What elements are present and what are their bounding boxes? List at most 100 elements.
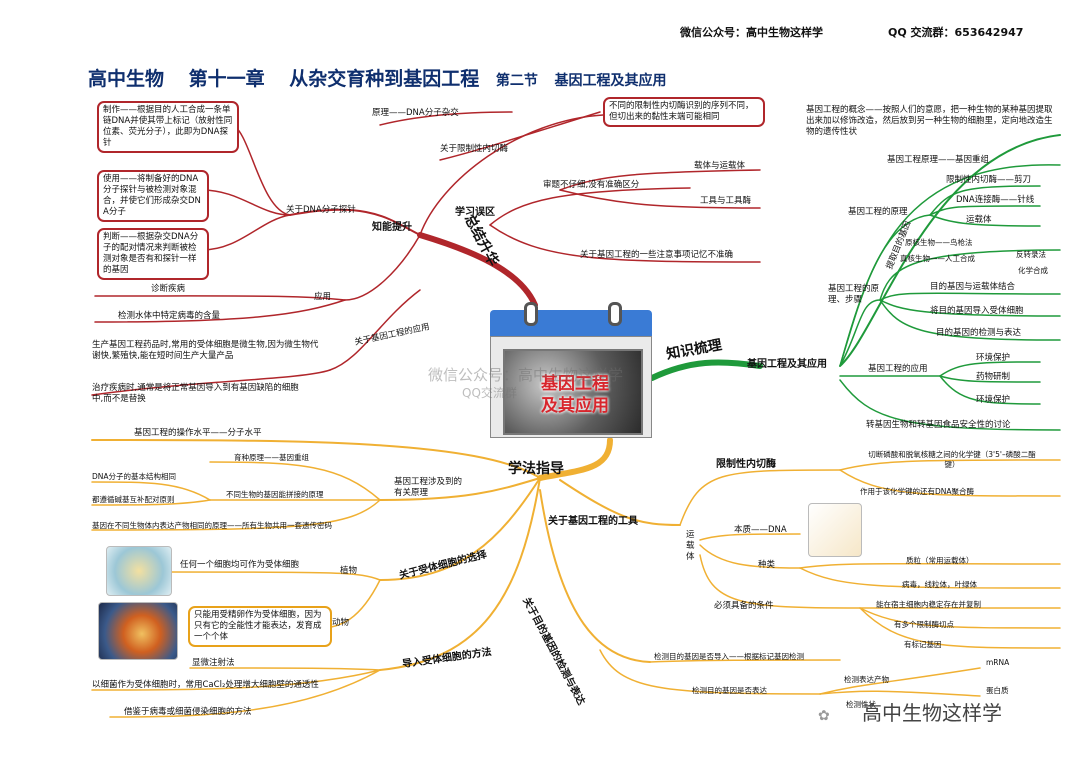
branch-line [231,124,291,216]
branch-line [879,299,1061,317]
watermark: QQ交流群 [462,386,517,400]
branch-line [819,667,981,695]
branch-line [819,690,981,697]
branch-line [201,189,291,216]
node-steps: 基因工程的原理、步骤 [828,284,880,305]
watermark: 微信公众号：高中生物这样学 [428,366,624,384]
branch-line [839,214,931,367]
node-tools: 关于基因工程的工具 [548,516,638,527]
box-enzyme: 不同的限制性内切酶识别的序列不同，但切出来的黏性末端可能相同 [603,97,765,127]
node-shotgun: 原核生物——鸟枪法 [905,238,973,247]
node-micro: 显微注射法 [192,658,235,668]
node-nengli: 知能提升 [372,222,412,233]
micrograph-image: 基因工程及其应用 [503,349,643,435]
node-cond: 必须具备的条件 [714,601,774,611]
node-import-q: 检测目的基因是否导入——根据标记基因检测 [654,652,804,661]
node-animal: 动物 [332,618,350,628]
node-eukaryote: 真核生物——人工合成 [900,254,975,263]
branch-line [879,249,1061,301]
node-probe: 关于DNA分子探针 [286,205,356,215]
node-combine: 目的基因与运载体结合 [930,282,1016,292]
branch-line [699,554,861,609]
node-c2: 有多个限制酶切点 [894,620,954,629]
branch-line [439,111,601,161]
branch-line [679,469,841,526]
node-involve: 基因工程涉及到的有关原理 [394,477,463,498]
node-scissors: 限制性内切酶——剪刀 [946,175,1032,185]
node-vector: 载体与运载体 [694,161,746,171]
title-chapter: 第十一章 [188,68,265,90]
box-probe-make: 制作——根据目的人工合成一条单链DNA并使其带上标记（放射性同位素、荧光分子），… [97,101,239,153]
branch-line [699,544,801,569]
branch-line [859,607,1061,629]
branch-line [91,499,211,506]
branch-line [91,669,381,691]
wechat-account: 微信公众号：高中生物这样学 [680,26,823,39]
cell-image [106,546,172,596]
node-plant: 植物 [340,566,358,576]
footer-brand: 高中生物这样学 [862,701,1002,725]
branch-line [379,477,541,671]
node-apply: 基因工程的应用 [868,364,928,374]
node-trait: 检测性状 [846,700,876,709]
branch-line [939,375,1041,405]
node-bacteria: 以细菌作为受体细胞时，常用CaCl₂处理增大细胞壁的通透性 [92,680,319,690]
branch-line [539,489,651,663]
node-medicine: 药物研制 [976,372,1011,382]
node-breed: 育种原理——基因重组 [234,453,309,462]
branch-line [189,667,381,671]
branch-line [537,437,613,481]
qq-group: QQ 交流群：653642947 [888,26,1024,39]
calendar-frame-icon: 基因工程及其应用 [490,302,652,438]
branch-line [489,224,761,263]
node-cut: 切断磷酸和脱氧核糖之间的化学键（3'5'–磷酸二酯键） [868,450,1036,469]
branch-line [649,359,763,381]
branch-line [91,481,211,501]
branch-line [929,185,1041,216]
node-env: 环境保护 [976,353,1011,363]
box-probe-use: 使用——将制备好的DNA分子探针与被检测对象混合，并使它们形成杂交DNA分子 [97,170,209,222]
branch-line [839,299,881,367]
node-needle: DNA连接酶——针线 [956,195,1035,205]
node-vehicle: 运载体 [686,530,695,562]
branch-line [419,114,604,236]
node-c1: 能在宿主细胞内稳定存在并复制 [876,600,981,609]
node-careless: 审题不仔细,没有准确区分 [543,180,640,190]
title-section-name: 基因工程及其应用 [554,73,667,89]
node-reverse: 反转录法 [1016,250,1046,259]
node-carrier: 运载体 [966,215,992,225]
branch-line [329,289,421,371]
node-virus2: 病毒，线粒体，叶绿体 [902,580,977,589]
node-pair: 都遵循碱基互补配对原则 [92,495,175,504]
node-green-center: 基因工程及其应用 [747,359,827,370]
node-app: 应用 [314,292,332,302]
branch-line [91,369,331,396]
branch-line [839,379,1061,431]
calendar-body: 基因工程及其应用 [490,336,652,438]
branch-line [91,439,541,479]
node-enzyme: 关于限制性内切酶 [440,144,509,154]
node-ligase: 作用于该化学键的还有DNA聚合酶 [860,487,975,496]
node-essence: 本质——DNA [734,525,787,535]
branch-line [91,499,381,531]
node-level: 基因工程的操作水平——分子水平 [134,428,262,438]
node-yuanli: 基因工程的原理 [848,207,908,217]
title-chapter-name: 从杂交育种到基因工程 [289,68,480,90]
node-notice: 关于基因工程的一些注意事项记忆不准确 [580,250,734,260]
node-dna-struct: DNA分子的基本结构相同 [92,472,177,481]
branch-line [489,187,691,226]
box-probe-judge: 判断——根据杂交DNA分子的配对情况来判断被检测对象是否有和探针一样的基因 [97,228,209,280]
branch-line [839,134,1061,367]
node-restriction: 限制性内切酶 [716,459,776,470]
node-drug: 生产基因工程药品时,常用的受体细胞是微生物,因为微生物代谢快,繁殖快,能在短时间… [92,340,319,361]
node-mrna: mRNA [986,658,1010,667]
node-virus-method: 借鉴于病毒或细菌侵染细胞的方法 [124,707,252,717]
branch-line [939,361,1041,377]
branch-line [379,477,541,501]
branch-line [649,659,841,663]
branch-line [417,232,538,308]
title-subject: 高中生物 [88,68,165,90]
node-principle: 基因工程原理——基因重组 [887,155,990,165]
branch-line [201,214,291,251]
